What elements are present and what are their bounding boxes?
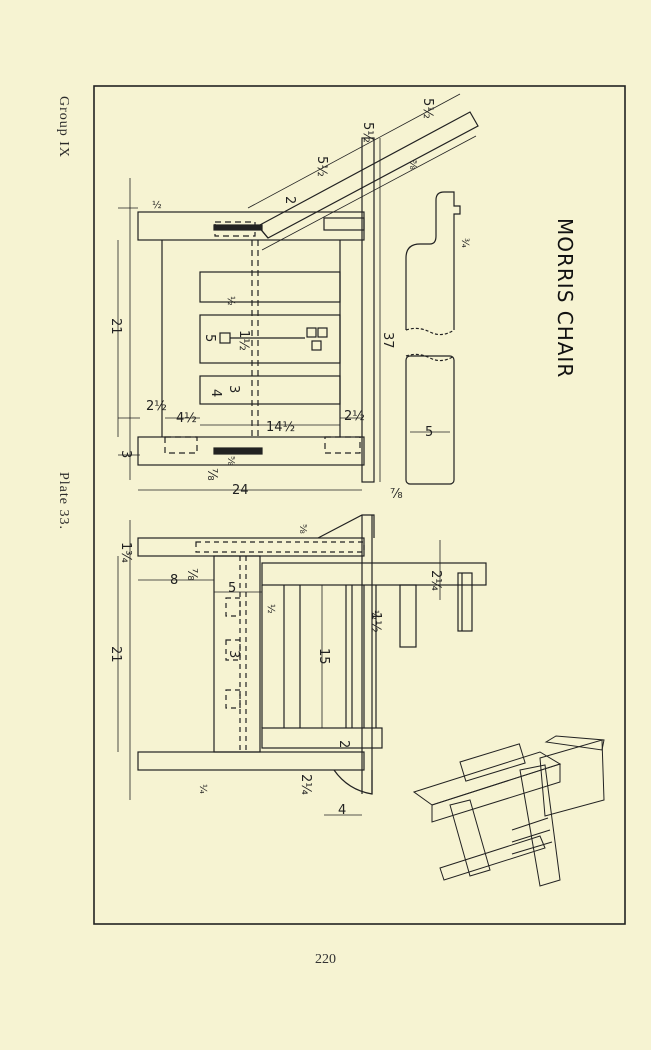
dim-half-a: ½	[152, 199, 162, 211]
dim-2-quarter-b: 2¼	[298, 774, 313, 795]
dim-1-half-b: 1½	[368, 612, 383, 633]
dim-5-slat: 5	[202, 334, 217, 342]
dim-1-half-a: 1½	[236, 330, 251, 351]
dim-back-5-half-a: 5½	[314, 156, 329, 177]
dim-37: 37	[380, 332, 395, 349]
plate-border	[93, 85, 626, 925]
dim-back-5-half-b: 5½	[360, 122, 375, 143]
arm	[361, 137, 375, 483]
dim-15: 15	[316, 648, 331, 665]
dim-three-quarter: ¾	[459, 238, 470, 248]
dim-7-8-a: ⅞	[204, 468, 219, 481]
perspective-sketch	[412, 735, 605, 887]
drawing-title: MORRIS CHAIR	[553, 218, 577, 378]
page-number: 220	[315, 952, 336, 967]
dim-back-5-half-c: 5½	[420, 98, 435, 119]
dim-24: 24	[232, 483, 249, 498]
side-elevation	[137, 93, 479, 483]
dim-7-8-c: ⅞	[184, 568, 199, 581]
dim-21-bottom: 21	[108, 646, 123, 663]
dim-3-post: 3	[118, 450, 133, 458]
dim-21-top: 21	[108, 318, 123, 335]
dim-3-slat: 3	[226, 385, 241, 393]
dim-2-front: 2	[336, 740, 351, 748]
dim-quarter: ¼	[197, 784, 209, 794]
dim-5-8-a: ⅝	[225, 456, 236, 466]
plate-label: Plate 33.	[56, 472, 71, 530]
dim-7-8-b: ⅞	[390, 487, 403, 502]
back-post	[137, 436, 365, 466]
dim-14-half: 14½	[266, 420, 295, 435]
dim-half-b: ½	[225, 296, 237, 306]
dim-2-back-a: 2	[282, 196, 297, 204]
dim-5-front: 5	[228, 581, 236, 596]
dim-8: 8	[170, 573, 178, 588]
dim-half-d: ½	[369, 610, 381, 620]
dim-2-quarter-a: 2¼	[428, 570, 443, 591]
dim-2-half-right: 2½	[344, 409, 365, 424]
dim-2-half-left: 2½	[146, 399, 167, 414]
dimension-labels: 37 24 21 21 15 14½ 4½ 2½ 2½ 8 5 5 5 4 4 …	[108, 98, 470, 818]
dim-4-slat: 4	[208, 389, 223, 397]
dim-1-3-4: 1¾	[118, 542, 133, 563]
group-label: Group IX	[56, 96, 71, 159]
dim-half-c: ½	[265, 604, 277, 614]
dim-4-corbel: 4	[338, 803, 346, 818]
dim-5-panel: 5	[425, 425, 433, 440]
dim-3-front: 3	[226, 650, 241, 658]
dim-5-8-b: ⅝	[407, 160, 418, 170]
dim-4-half: 4½	[176, 411, 197, 426]
front-elevation	[117, 514, 487, 816]
arm-profile	[405, 191, 461, 485]
dim-5-8-c: ⅝	[297, 524, 308, 534]
